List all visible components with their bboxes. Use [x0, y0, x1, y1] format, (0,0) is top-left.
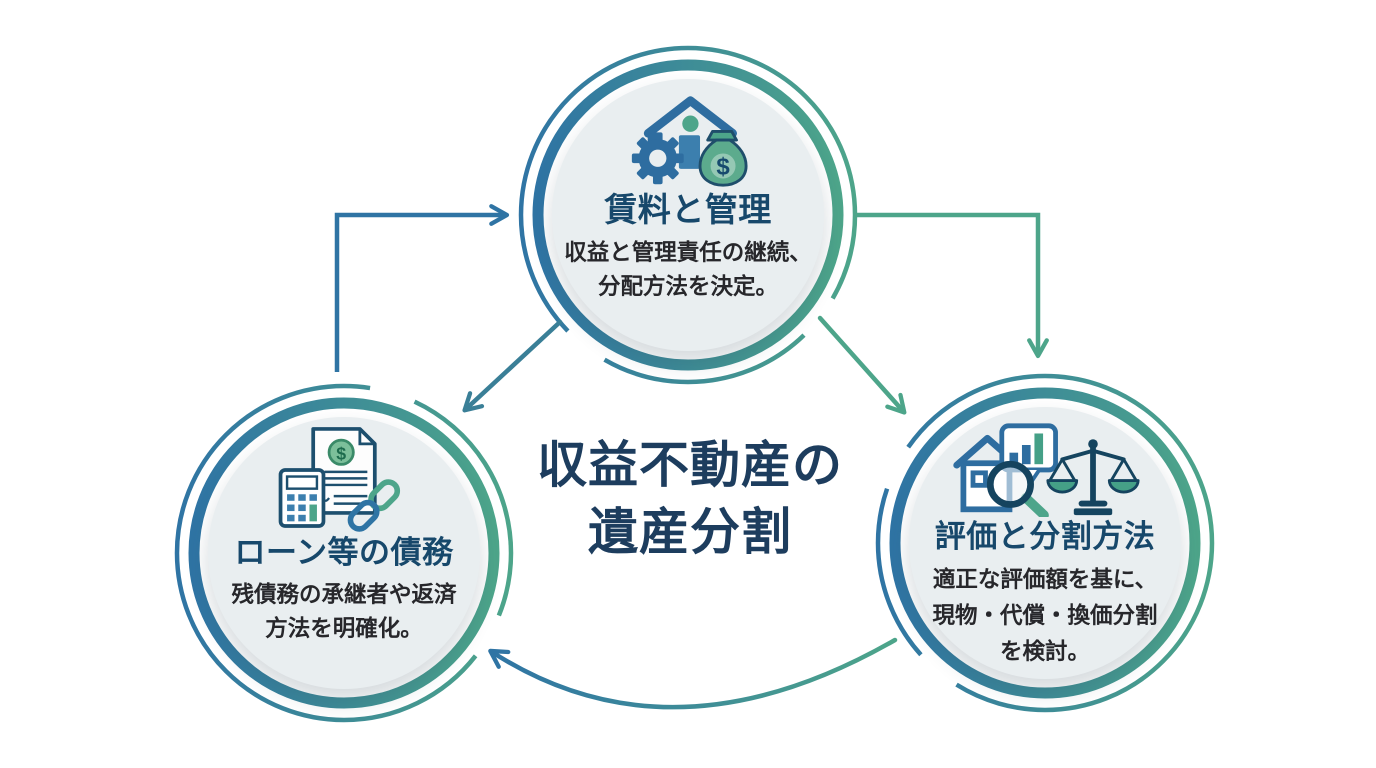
node-top-title: 賃料と管理: [604, 191, 772, 228]
node-left-outer-arc: [174, 383, 514, 723]
document-dollar: $: [336, 444, 346, 464]
node-top-desc: 収益と管理責任の継続、 分配方法を決定。: [564, 236, 812, 304]
document-calculator-chain-icon: $: [278, 427, 401, 532]
arrow-left-to-top: [334, 204, 510, 372]
node-right-desc-line1: 適正な評価額を基に、: [932, 566, 1158, 592]
node-right-rings: [875, 373, 1215, 713]
node-right-outer-arc: [875, 373, 1215, 713]
center-title-line2: 遺産分割: [588, 504, 792, 560]
node-left-desc: 残債務の承継者や返済 方法を明確化。: [231, 578, 456, 646]
node-top-rings: [518, 45, 858, 385]
node-loan-debts: $ ローン等の債務 残債務の承継者や返済: [208, 417, 480, 689]
node-top-outer-arc: [518, 45, 858, 385]
node-left-desc-line2: 方法を明確化。: [265, 615, 423, 641]
node-left-title: ローン等の債務: [234, 535, 454, 570]
node-left-thick-ring: [188, 397, 500, 709]
gear-icon: [631, 132, 684, 185]
node-right-desc-line2: 現物・代償・換価分割: [932, 602, 1158, 628]
node-right-desc-line3: を検討。: [999, 638, 1090, 664]
money-bag-icon: $: [698, 129, 748, 187]
node-right-desc: 適正な評価額を基に、 現物・代償・換価分割 を検討。: [932, 562, 1157, 670]
node-top-desc-line1: 収益と管理責任の継続、: [564, 239, 812, 265]
arrow-top-to-right-diagonal: [817, 315, 907, 415]
arrow-top-to-right-elbow: [856, 212, 1049, 359]
arrow-top-to-left: [462, 319, 563, 413]
document-icon: $: [311, 427, 377, 515]
magnifier-icon: [986, 460, 1049, 517]
node-top-desc-line2: 分配方法を決定。: [597, 273, 778, 299]
calculator-icon: [278, 468, 326, 528]
arrow-right-to-left-curve: [488, 637, 898, 710]
node-top-thick-ring: [532, 59, 844, 371]
center-title: 収益不動産の 遺産分割: [470, 432, 910, 566]
house-appraisal-scale-icon: [953, 423, 1140, 517]
money-bag-dollar: $: [716, 154, 730, 181]
node-right-title: 評価と分割方法: [934, 519, 1156, 554]
node-left-rings: [174, 383, 514, 723]
node-rent-management: $ 賃料と管理 収益と管理責任の継続、 分配方法を決定。: [552, 79, 824, 351]
node-right-thick-ring: [889, 387, 1201, 699]
house-gear-money-icon: $: [631, 96, 748, 187]
node-valuation-division: 評価と分割方法 適正な評価額を基に、 現物・代償・換価分割 を検討。: [909, 407, 1181, 679]
chain-link-icon: [347, 479, 401, 532]
node-left-desc-line1: 残債務の承継者や返済: [231, 581, 457, 607]
balance-scale-icon: [1046, 439, 1140, 516]
center-title-line1: 収益不動産の: [537, 437, 843, 493]
